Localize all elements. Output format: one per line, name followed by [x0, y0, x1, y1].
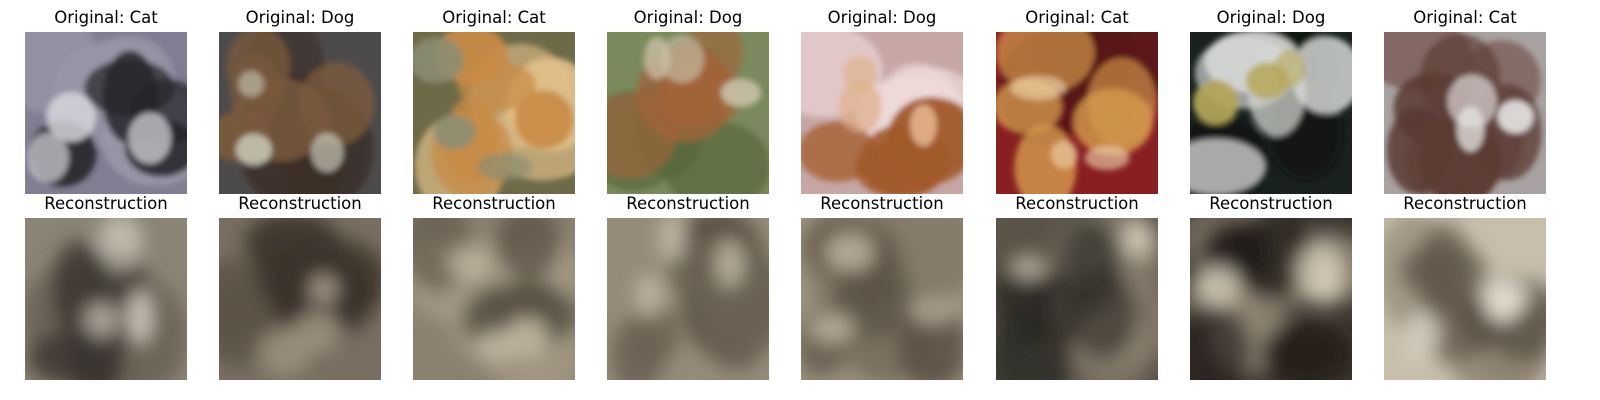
original-image-3	[413, 32, 575, 194]
reconstruction-image-8	[1384, 218, 1546, 380]
reconstruction-image-7	[1190, 218, 1352, 380]
reconstruction-title-2: Reconstruction	[238, 194, 362, 213]
blurry-reconstruction-dog-image	[801, 218, 963, 380]
brown-white-dog-image	[219, 32, 381, 194]
reconstruction-title-6: Reconstruction	[1015, 194, 1139, 213]
reconstruction-title-8: Reconstruction	[1403, 194, 1527, 213]
original-title-3: Original: Cat	[442, 8, 546, 27]
original-title-7: Original: Dog	[1216, 8, 1326, 27]
orange-tabby-cat-image	[413, 32, 575, 194]
original-image-6	[996, 32, 1158, 194]
reconstruction-title-7: Reconstruction	[1209, 194, 1333, 213]
blurry-reconstruction-cat-image	[413, 218, 575, 380]
reconstruction-image-5	[801, 218, 963, 380]
blurry-reconstruction-cat-image	[25, 218, 187, 380]
original-title-8: Original: Cat	[1413, 8, 1517, 27]
original-image-4	[607, 32, 769, 194]
reconstruction-image-4	[607, 218, 769, 380]
reconstruction-image-2	[219, 218, 381, 380]
original-image-5	[801, 32, 963, 194]
original-title-4: Original: Dog	[633, 8, 743, 27]
reconstruction-image-1	[25, 218, 187, 380]
blurry-reconstruction-dog-image	[1190, 218, 1352, 380]
reconstruction-image-6	[996, 218, 1158, 380]
blurry-reconstruction-cat-image	[996, 218, 1158, 380]
blurry-reconstruction-cat-image	[1384, 218, 1546, 380]
brown-cat-photo-card-image	[1384, 32, 1546, 194]
orange-cat-on-red-blanket-image	[996, 32, 1158, 194]
original-title-1: Original: Cat	[54, 8, 158, 27]
blurry-reconstruction-dog-image	[607, 218, 769, 380]
reconstruction-title-4: Reconstruction	[626, 194, 750, 213]
original-title-5: Original: Dog	[827, 8, 937, 27]
black-and-white-cat-image	[25, 32, 187, 194]
reconstruction-title-1: Reconstruction	[44, 194, 168, 213]
original-image-8	[1384, 32, 1546, 194]
original-image-7	[1190, 32, 1352, 194]
original-title-6: Original: Cat	[1025, 8, 1129, 27]
reconstruction-image-3	[413, 218, 575, 380]
reconstruction-title-3: Reconstruction	[432, 194, 556, 213]
reconstruction-title-5: Reconstruction	[820, 194, 944, 213]
white-fluffy-dog-image	[1190, 32, 1352, 194]
fluffy-ginger-dog-image	[801, 32, 963, 194]
original-image-2	[219, 32, 381, 194]
original-title-2: Original: Dog	[245, 8, 355, 27]
original-image-1	[25, 32, 187, 194]
blurry-reconstruction-dog-image	[219, 218, 381, 380]
small-dog-on-grass-image	[607, 32, 769, 194]
